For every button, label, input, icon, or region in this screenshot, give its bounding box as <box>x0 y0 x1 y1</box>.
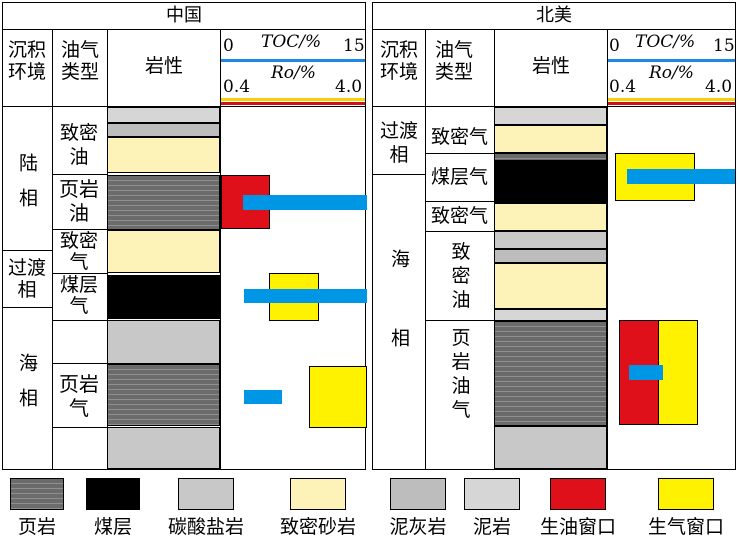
toc-bar <box>627 169 735 184</box>
ro-scale-line-red <box>608 102 735 105</box>
toc-label: TOC/% <box>635 32 696 52</box>
ro-min: 0.4 <box>223 77 251 97</box>
carbonate-layer <box>107 320 220 364</box>
legend-gas-window-swatch <box>658 478 714 510</box>
ro-min: 0.4 <box>609 77 637 97</box>
type-cbm: 煤层气 <box>430 166 488 188</box>
env-marine: 海相 <box>388 249 410 407</box>
legend-coal-swatch <box>86 478 140 510</box>
env-continental: 陆相 <box>16 153 38 223</box>
toc-max: 15 <box>713 36 735 56</box>
tight-sandstone-layer <box>494 203 607 231</box>
toc-bar <box>244 390 282 404</box>
legend-coal-label: 煤层 <box>93 516 132 538</box>
ro-scale-line-yellow <box>221 98 365 101</box>
mudstone-layer <box>107 107 220 123</box>
legend-carbonate-label: 碳酸盐岩 <box>167 516 244 538</box>
shale-layer <box>107 175 220 230</box>
toc-scale-line <box>221 59 365 62</box>
legend-shale-label: 页岩 <box>17 516 56 538</box>
carbonate-layer <box>107 427 220 469</box>
ro-max: 4.0 <box>705 77 733 97</box>
legend: 页岩 煤层 碳酸盐岩 致密砂岩 泥灰岩 泥岩 生油窗口 生气窗口 <box>0 476 738 542</box>
type-tight-oil: 致密油 <box>451 241 471 311</box>
coal-layer <box>107 275 220 319</box>
marl-layer <box>494 249 607 263</box>
shale-layer <box>494 153 607 161</box>
toc-label: TOC/% <box>261 32 322 52</box>
tight-sandstone-layer <box>107 137 220 173</box>
type-shale-gas: 页岩气 <box>59 372 99 420</box>
legend-sandstone-swatch <box>290 478 346 510</box>
env-marine: 海相 <box>16 353 38 423</box>
china-panel-title: 中国 <box>3 3 365 30</box>
type-shale-oil-gas: 页岩油气 <box>451 327 471 421</box>
tight-sandstone-layer <box>107 230 220 273</box>
legend-oil-window-swatch <box>550 478 606 510</box>
china-panel: 中国 沉积环境 油气类型 岩性 0 TOC/% 15 Ro/% 0.4 4.0 … <box>2 2 367 470</box>
legend-oil-window-label: 生油窗口 <box>539 516 616 538</box>
tight-sandstone-layer <box>494 125 607 153</box>
gas-window-box <box>309 366 367 428</box>
env-header: 沉积环境 <box>379 39 418 83</box>
lith-header: 岩性 <box>144 55 183 77</box>
type-tight-oil: 致密油 <box>59 122 98 168</box>
type-tight-gas: 致密气 <box>430 205 488 227</box>
shale-layer <box>494 321 607 426</box>
gas-window-box <box>658 320 698 425</box>
coal-layer <box>494 161 607 203</box>
toc-max: 15 <box>343 36 365 56</box>
type-header: 油气类型 <box>60 39 99 83</box>
carbonate-layer <box>494 231 607 249</box>
legend-shale-swatch <box>10 478 64 510</box>
toc-min: 0 <box>223 36 234 56</box>
ro-scale-line-red <box>221 102 365 105</box>
type-cbm: 煤层气 <box>59 274 98 317</box>
mudstone-layer <box>494 107 607 125</box>
north-america-panel: 北美 沉积环境 油气类型 岩性 0 TOC/% 15 Ro/% 0.4 4.0 … <box>372 2 736 470</box>
marl-layer <box>107 123 220 137</box>
type-header: 油气类型 <box>434 39 473 83</box>
legend-mudstone-label: 泥岩 <box>472 516 511 538</box>
legend-gas-window-label: 生气窗口 <box>647 516 724 538</box>
toc-scale-line <box>608 59 735 62</box>
legend-carbonate-swatch <box>178 478 234 510</box>
tight-sandstone-layer <box>494 263 607 309</box>
ro-scale-line-yellow <box>608 98 735 101</box>
type-tight-gas: 致密气 <box>59 230 98 273</box>
ro-label: Ro/% <box>271 63 316 83</box>
env-header: 沉积环境 <box>7 39 46 83</box>
ro-max: 4.0 <box>335 77 363 97</box>
legend-marl-swatch <box>390 478 446 510</box>
mudstone-layer <box>494 309 607 321</box>
north-america-panel-title: 北美 <box>373 3 735 30</box>
toc-min: 0 <box>609 36 620 56</box>
ro-label: Ro/% <box>649 63 694 83</box>
toc-bar <box>244 289 367 303</box>
legend-mudstone-swatch <box>464 478 520 510</box>
env-transitional: 过渡相 <box>379 120 418 166</box>
carbonate-layer <box>494 426 607 469</box>
lith-header: 岩性 <box>531 55 570 77</box>
shale-layer <box>107 364 220 426</box>
env-transitional: 过渡相 <box>7 257 46 301</box>
toc-bar <box>629 365 663 380</box>
legend-sandstone-label: 致密砂岩 <box>279 516 356 538</box>
type-tight-gas: 致密气 <box>430 126 488 148</box>
type-shale-oil: 页岩油 <box>59 177 99 225</box>
legend-marl-label: 泥灰岩 <box>389 516 447 538</box>
toc-bar <box>243 195 367 210</box>
